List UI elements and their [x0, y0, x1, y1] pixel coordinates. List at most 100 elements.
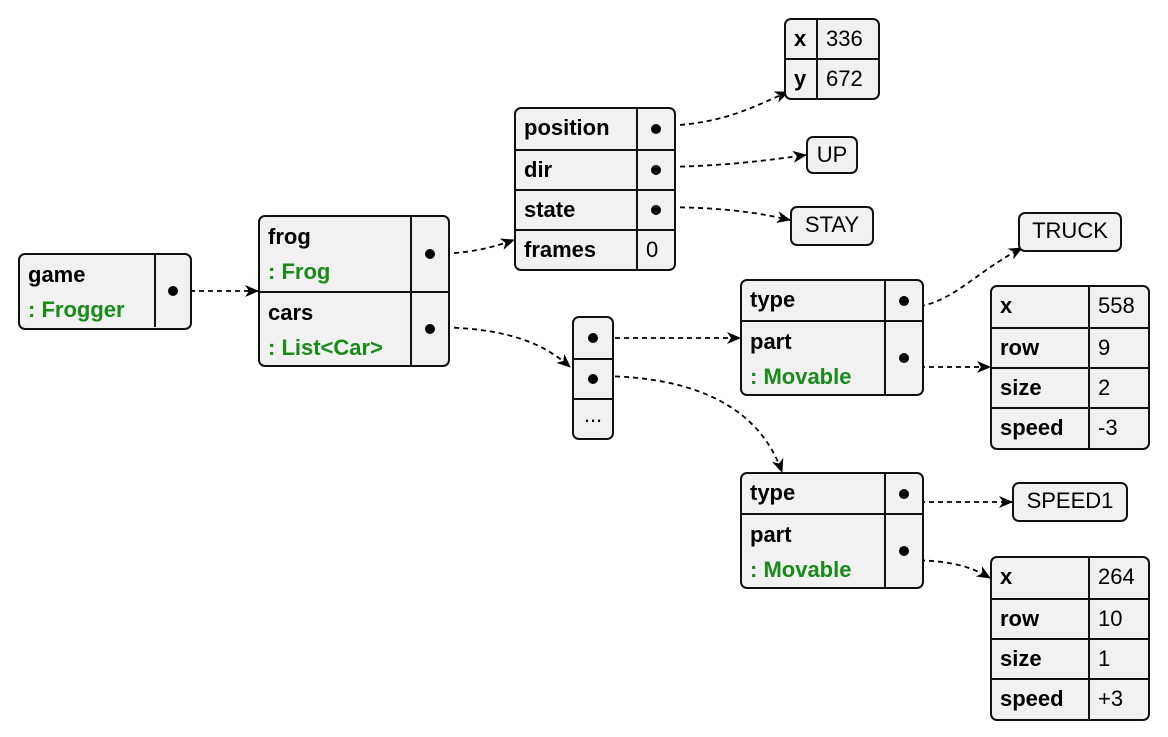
car2-speed-value: +3	[1098, 686, 1124, 711]
frog-dir-row: dir	[516, 149, 674, 189]
car1-speed-row: speed -3	[992, 407, 1148, 448]
pointer-dot	[899, 353, 909, 363]
pointer-dot	[651, 124, 661, 134]
list-ellipsis-row: ...	[574, 398, 612, 438]
car1-row-key: row	[992, 329, 1090, 367]
arrow-list-item2-to-car2	[596, 375, 784, 473]
car2-size-value: 1	[1098, 646, 1111, 671]
car1-size-value: 2	[1098, 375, 1111, 400]
car1-row-row: row 9	[992, 327, 1148, 367]
car2-x-key: x	[992, 558, 1090, 598]
game-field-name: game	[28, 262, 86, 287]
car1-speed-value: -3	[1098, 415, 1118, 440]
car2-part-name: part	[750, 522, 792, 547]
car2-object: type part : Movable	[740, 472, 924, 589]
car2-type-pointer	[886, 474, 922, 513]
car2-row-row: row 10	[992, 598, 1148, 638]
frogger-frog-field: frog : Frog	[260, 217, 412, 291]
position-y-key: y	[786, 60, 818, 98]
car2-movable-object: x 264 row 10 size 1 speed +3	[990, 556, 1150, 721]
list-item-2-pointer	[574, 360, 612, 398]
frames-key: frames	[516, 231, 638, 269]
position-pointer	[638, 109, 674, 149]
frames-value: 0	[646, 237, 659, 262]
car2-x-value: 264	[1098, 564, 1135, 589]
car2-part-field: part : Movable	[742, 515, 886, 587]
car1-type-key: type	[742, 281, 886, 320]
pointer-dot	[899, 295, 909, 306]
position-key: position	[516, 109, 638, 149]
frogger-frog-row: frog : Frog	[260, 217, 448, 291]
position-y-row: y 672	[786, 58, 878, 98]
car2-type-value-box: SPEED1	[1012, 482, 1128, 522]
game-pointer	[156, 255, 190, 327]
car2-row-key: row	[992, 600, 1090, 638]
list-item-1	[574, 318, 612, 358]
position-x-value: 336	[826, 26, 863, 51]
frogger-cars-field: cars : List<Car>	[260, 293, 412, 365]
dir-value-box: UP	[806, 136, 858, 174]
state-pointer	[638, 191, 674, 229]
frog-position-row: position	[516, 109, 674, 149]
arrow-car1-type-to-truck	[901, 247, 1023, 309]
car2-row-value: 10	[1098, 606, 1123, 631]
frog-field-name: frog	[268, 224, 311, 249]
pointer-dot	[899, 488, 909, 499]
pointer-dot	[425, 324, 435, 334]
cars-pointer	[412, 293, 448, 365]
frog-field-type: : Frog	[268, 259, 331, 284]
pointer-dot	[651, 165, 661, 175]
cars-field-type: : List<Car>	[268, 335, 383, 360]
car1-row-value: 9	[1098, 335, 1111, 360]
pointer-dot	[899, 546, 909, 556]
pointer-dot	[588, 374, 598, 384]
car2-size-key: size	[992, 640, 1090, 678]
pointer-dot	[168, 286, 178, 296]
car2-type-row: type	[742, 474, 922, 513]
position-x-row: x 336	[786, 20, 878, 58]
car1-size-row: size 2	[992, 367, 1148, 407]
pointer-dot	[425, 249, 435, 259]
pointer-dot	[651, 205, 661, 215]
car1-x-key: x	[992, 287, 1090, 327]
game-field: game : Frogger	[20, 255, 156, 327]
car2-speed-row: speed +3	[992, 678, 1148, 719]
game-row: game : Frogger	[20, 255, 190, 327]
car2-size-row: size 1	[992, 638, 1148, 678]
car1-type-pointer	[886, 281, 922, 320]
dir-key: dir	[516, 151, 638, 189]
list-item-2	[574, 358, 612, 398]
game-object: game : Frogger	[18, 253, 192, 330]
frogger-object: frog : Frog cars : List<Car>	[258, 215, 450, 367]
frog-state-row: state	[516, 189, 674, 229]
cars-field-name: cars	[268, 300, 314, 325]
position-y-value: 672	[826, 66, 863, 91]
position-x-key: x	[786, 20, 818, 58]
frogger-cars-row: cars : List<Car>	[260, 291, 448, 365]
car1-speed-key: speed	[992, 409, 1090, 448]
car1-x-value: 558	[1098, 293, 1135, 318]
car2-x-row: x 264	[992, 558, 1148, 598]
car2-speed-key: speed	[992, 680, 1090, 719]
car1-size-key: size	[992, 369, 1090, 407]
car2-part-pointer	[886, 515, 922, 587]
car1-part-field: part : Movable	[742, 322, 886, 394]
car1-type-value-box: TRUCK	[1018, 212, 1122, 252]
car1-object: type part : Movable	[740, 279, 924, 396]
car1-movable-object: x 558 row 9 size 2 speed -3	[990, 285, 1150, 450]
car2-part-type: : Movable	[750, 557, 852, 582]
car1-part-type: : Movable	[750, 364, 852, 389]
state-key: state	[516, 191, 638, 229]
car2-type-key: type	[742, 474, 886, 513]
position-object: x 336 y 672	[784, 18, 880, 100]
frog-pointer	[412, 217, 448, 291]
pointer-dot	[588, 333, 598, 343]
car1-part-pointer	[886, 322, 922, 394]
game-field-type: : Frogger	[28, 297, 125, 322]
list-ellipsis: ...	[583, 402, 603, 427]
frog-frames-row: frames 0	[516, 229, 674, 269]
car1-type-row: type	[742, 281, 922, 320]
state-value-box: STAY	[790, 206, 874, 246]
frog-object: position dir state frames 0	[514, 107, 676, 271]
car1-part-name: part	[750, 329, 792, 354]
